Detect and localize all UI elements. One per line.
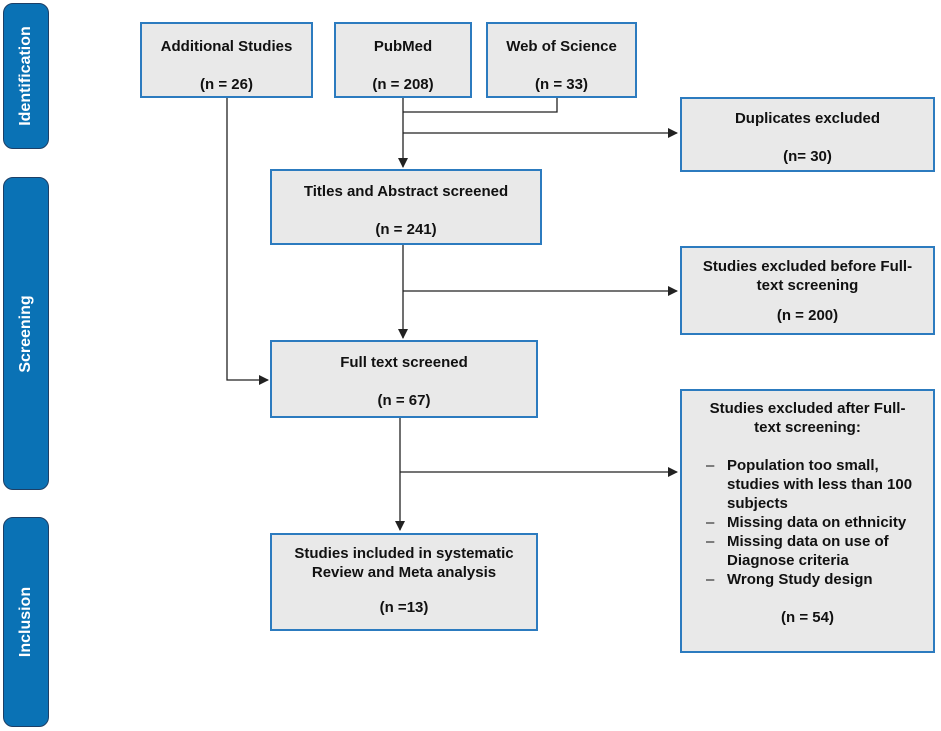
connector-wos bbox=[403, 98, 558, 113]
included-count: (n =13) bbox=[379, 599, 429, 616]
box-fulltext-screened: Full text screened (n = 67) bbox=[270, 340, 538, 418]
excluded-after-title-line2: text screening: bbox=[754, 419, 861, 436]
box-web-of-science: Web of Science (n = 33) bbox=[486, 22, 637, 98]
excluded-before-title-line1: Studies excluded before Full- bbox=[702, 258, 913, 275]
duplicates-count: (n= 30) bbox=[783, 148, 832, 165]
included-title-line1: Studies included in systematic bbox=[294, 545, 514, 562]
box-excluded-before-fulltext: Studies excluded before Full- text scree… bbox=[680, 246, 935, 335]
arrow-additional-to-fulltext bbox=[226, 98, 269, 385]
titles-abstract-title: Titles and Abstract screened bbox=[303, 183, 509, 200]
pubmed-count: (n = 208) bbox=[372, 76, 434, 93]
exclusion-reason: Missing data on ethnicity bbox=[682, 513, 933, 532]
excluded-before-title-line2: text screening bbox=[756, 277, 859, 294]
wos-count: (n = 33) bbox=[535, 76, 588, 93]
box-titles-abstract: Titles and Abstract screened (n = 241) bbox=[270, 169, 542, 245]
box-excluded-after-fulltext: Studies excluded after Full- text screen… bbox=[680, 389, 935, 653]
excluded-before-count: (n = 200) bbox=[776, 307, 839, 324]
included-title-line2: Review and Meta analysis bbox=[311, 564, 497, 581]
exclusion-reason: Population too small, studies with less … bbox=[682, 456, 933, 513]
additional-studies-count: (n = 26) bbox=[200, 76, 253, 93]
box-additional-studies: Additional Studies (n = 26) bbox=[140, 22, 313, 98]
exclusion-reason: Wrong Study design bbox=[682, 570, 933, 589]
additional-studies-title: Additional Studies bbox=[160, 38, 293, 55]
exclusion-reason: Missing data on use of Diagnose criteria bbox=[682, 532, 933, 570]
excluded-after-title-line1: Studies excluded after Full- bbox=[709, 400, 906, 417]
fulltext-count: (n = 67) bbox=[377, 392, 431, 409]
box-duplicates-excluded: Duplicates excluded (n= 30) bbox=[680, 97, 935, 172]
pubmed-title: PubMed bbox=[373, 38, 433, 55]
excluded-after-count: (n = 54) bbox=[781, 609, 834, 626]
duplicates-title: Duplicates excluded bbox=[734, 110, 881, 127]
phase-inclusion: Inclusion bbox=[3, 517, 49, 727]
box-studies-included: Studies included in systematic Review an… bbox=[270, 533, 538, 631]
titles-abstract-count: (n = 241) bbox=[375, 221, 437, 238]
box-pubmed: PubMed (n = 208) bbox=[334, 22, 472, 98]
fulltext-title: Full text screened bbox=[340, 354, 468, 371]
phase-screening: Screening bbox=[3, 177, 49, 490]
phase-identification: Identification bbox=[3, 3, 49, 149]
exclusion-reasons-list: Population too small, studies with less … bbox=[682, 456, 933, 589]
wos-title: Web of Science bbox=[506, 38, 617, 55]
